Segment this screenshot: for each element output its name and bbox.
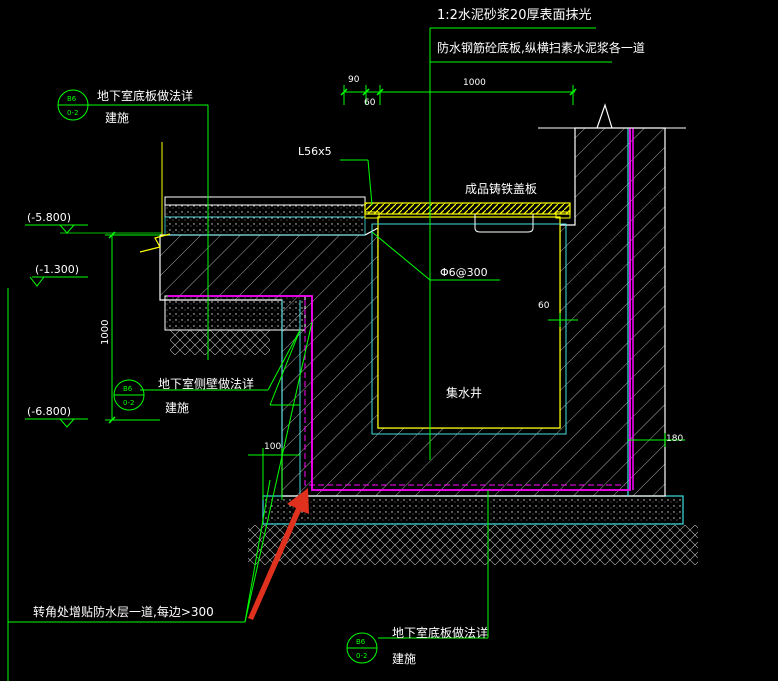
elevation-marker-1: [25, 224, 162, 234]
break-mark-left: [139, 233, 171, 253]
pit-inner-lining: [371, 223, 567, 435]
side-dimension: [105, 231, 160, 424]
label-pit: 集水井: [446, 385, 482, 400]
leader-lines: [8, 27, 612, 639]
reference-circle-1: [57, 89, 89, 121]
waterproof-membrane-dash: [304, 300, 625, 486]
ref3-sheet: 0-2: [356, 652, 367, 660]
break-mark-top: [596, 103, 613, 129]
dim-60-top: 60: [364, 98, 376, 108]
dim-100: 100: [264, 442, 281, 452]
elevation-marker-2: [29, 276, 88, 287]
note-waterproof: 防水钢筋砼底板,纵横扫素水泥浆各一道: [437, 40, 645, 55]
red-arrow: [248, 488, 309, 620]
ref3-sub: 建施: [392, 652, 416, 666]
label-rebar: Φ6@300: [440, 266, 488, 279]
floor-top-layer: [164, 196, 366, 206]
dim-1000-side: 1000: [100, 320, 111, 345]
dim-180: 180: [666, 434, 683, 444]
cast-iron-cover: [364, 202, 571, 215]
ref2-num: B6: [123, 385, 133, 393]
soil-hatch-bottom: [248, 525, 698, 565]
note-surface: 1:2水泥砂浆20厚表面抹光: [437, 8, 591, 23]
label-cover: 成品铸铁盖板: [465, 181, 537, 196]
ref2-sub: 建施: [165, 401, 189, 415]
dim-1000-top: 1000: [463, 78, 486, 88]
reference-circle-3: [346, 632, 378, 664]
ref1-sheet: 0-2: [67, 109, 78, 117]
soil-hatch-left: [170, 330, 270, 355]
ref3-num: B6: [356, 638, 366, 646]
top-dimension: [340, 85, 577, 105]
floor-finish-layer: [164, 216, 366, 236]
elevation-marker-3: [25, 418, 88, 428]
pit-void: [377, 216, 561, 429]
ref3-title: 地下室底板做法详: [392, 625, 488, 640]
waterproof-membrane: [168, 128, 631, 491]
dimension-60-side: [548, 313, 578, 327]
elevation-3: (-6.800): [27, 405, 71, 418]
lower-slab: [164, 295, 306, 331]
ref2-title: 地下室侧壁做法详: [158, 376, 254, 391]
ref1-num: B6: [67, 95, 77, 103]
ref1-title: 地下室底板做法详: [97, 88, 193, 103]
cover-handle: [474, 214, 534, 233]
ref1-sub: 建施: [105, 111, 129, 125]
floor-screed-layer: [164, 204, 366, 218]
label-angle: L56x5: [298, 145, 332, 158]
label-corner: 转角处增贴防水层一道,每边>300: [33, 604, 214, 619]
ref2-sheet: 0-2: [123, 399, 134, 407]
angle-steel-left: [364, 211, 380, 219]
dim-90: 90: [348, 75, 360, 85]
reference-circle-2: [113, 379, 145, 411]
base-cushion: [262, 495, 684, 525]
elevation-2: (-1.300): [35, 263, 79, 276]
angle-steel-right: [555, 211, 571, 219]
elevation-1: (-5.800): [27, 211, 71, 224]
dim-60-side: 60: [538, 301, 550, 311]
dimension-180: [628, 433, 685, 447]
